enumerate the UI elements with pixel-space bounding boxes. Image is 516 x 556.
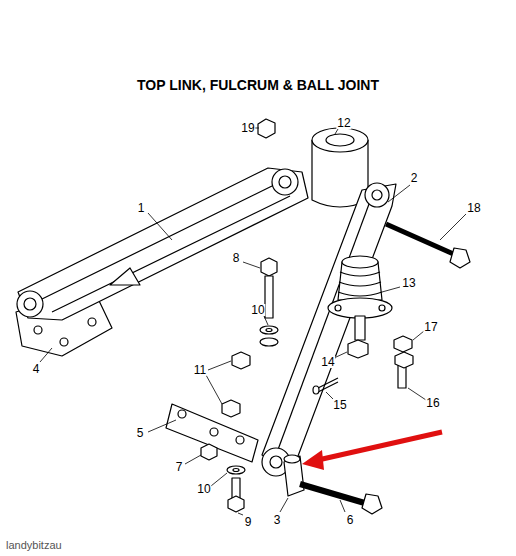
callout-number: 12 xyxy=(336,117,351,129)
callout-number: 3 xyxy=(273,514,282,526)
callout-number: 8 xyxy=(232,252,241,264)
callout-number: 13 xyxy=(401,277,416,289)
callout-number: 11 xyxy=(193,364,207,376)
diagram-title: TOP LINK, FULCRUM & BALL JOINT xyxy=(137,78,379,92)
callout-number: 17 xyxy=(423,321,438,333)
callout-number: 2 xyxy=(410,172,419,184)
leader-lines xyxy=(40,128,466,515)
callout-number: 16 xyxy=(425,397,440,409)
callout-number: 7 xyxy=(175,461,184,473)
callout-number: 10 xyxy=(250,304,265,316)
lower-link-arm xyxy=(262,184,396,472)
callout-number: 19 xyxy=(240,122,255,134)
callout-number: 6 xyxy=(346,514,355,526)
callout-number: 15 xyxy=(332,399,347,411)
callout-number: 14 xyxy=(320,356,335,368)
top-link-arm xyxy=(18,168,308,320)
callout-number: 1 xyxy=(137,202,146,214)
pointer-arrow xyxy=(302,432,442,470)
callout-number: 9 xyxy=(244,516,253,528)
callout-number: 5 xyxy=(136,427,145,439)
callout-number: 18 xyxy=(466,202,481,214)
callout-number: 4 xyxy=(32,363,41,375)
callout-number: 10 xyxy=(196,483,211,495)
watermark: landybitzau xyxy=(6,540,62,551)
